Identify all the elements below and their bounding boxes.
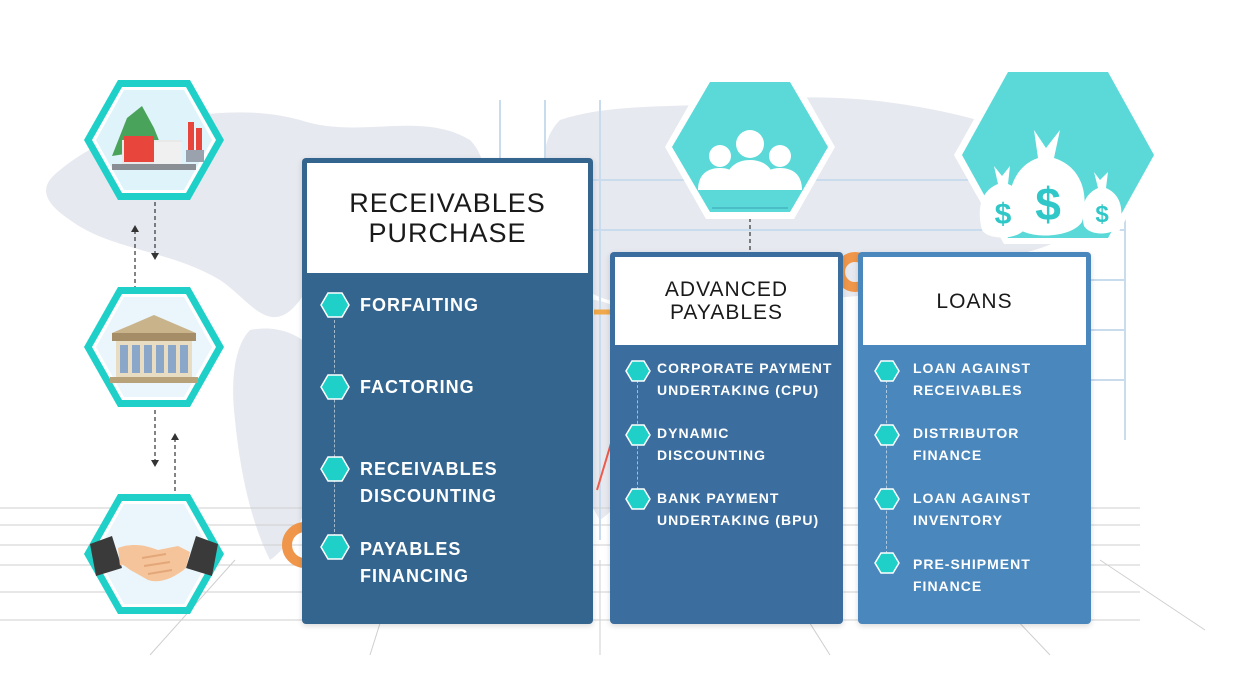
list-item: FACTORING <box>360 377 475 397</box>
handshake-icon <box>84 494 224 614</box>
list-item: RECEIVABLES DISCOUNTING <box>360 459 498 506</box>
card-dashed-line <box>886 380 887 564</box>
list-item: DISTRIBUTOR FINANCE <box>913 425 1020 463</box>
list-item: LOAN AGAINST RECEIVABLES <box>913 360 1032 398</box>
receivables-purchase-card: RECEIVABLES PURCHASE FORFAITING FACTORIN… <box>302 158 593 624</box>
bank-building-icon <box>84 287 224 407</box>
card-title: ADVANCED PAYABLES <box>615 257 838 345</box>
card-title: RECEIVABLES PURCHASE <box>307 163 588 273</box>
hexagon-bullet-icon <box>874 424 900 446</box>
list-item: DYNAMIC DISCOUNTING <box>657 425 766 463</box>
hexagon-bullet-icon <box>874 488 900 510</box>
list-item: LOAN AGAINST INVENTORY <box>913 490 1032 528</box>
hexagon-bullet-icon <box>874 360 900 382</box>
hexagon-bullet-icon <box>874 552 900 574</box>
list-item: BANK PAYMENT UNDERTAKING (BPU) <box>657 490 820 528</box>
loans-card: LOANS LOAN AGAINST RECEIVABLES DISTRIBUT… <box>858 252 1091 624</box>
list-item: FORFAITING <box>360 295 479 315</box>
card-title: LOANS <box>863 257 1086 345</box>
svg-text:$: $ <box>1095 201 1109 228</box>
svg-text:$: $ <box>1035 178 1061 230</box>
hexagon-bullet-icon <box>625 424 651 446</box>
advanced-payables-card: ADVANCED PAYABLES CORPORATE PAYMENT UNDE… <box>610 252 843 624</box>
card-dashed-line <box>334 320 335 542</box>
hexagon-bullet-icon <box>625 360 651 382</box>
hexagon-bullet-icon <box>320 374 350 400</box>
hexagon-bullet-icon <box>320 292 350 318</box>
list-item: PAYABLES FINANCING <box>360 539 469 586</box>
people-group-icon <box>665 75 835 219</box>
hexagon-bullet-icon <box>320 534 350 560</box>
money-bags-icon: $ $ $ <box>954 66 1162 244</box>
list-item: CORPORATE PAYMENT UNDERTAKING (CPU) <box>657 360 833 398</box>
factory-icon <box>84 80 224 200</box>
hexagon-bullet-icon <box>625 488 651 510</box>
list-item: PRE-SHIPMENT FINANCE <box>913 556 1031 594</box>
hexagon-bullet-icon <box>320 456 350 482</box>
svg-text:$: $ <box>995 198 1012 231</box>
